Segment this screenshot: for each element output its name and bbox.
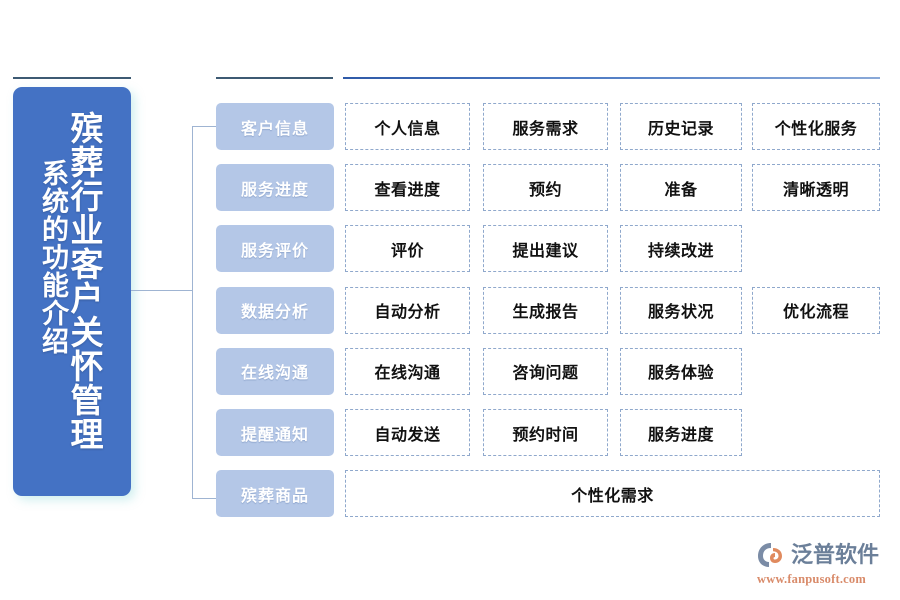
cell-group: 个人信息服务需求历史记录个性化服务 — [345, 103, 880, 150]
title-main-text: 殡葬行业客户关怀管理 — [66, 111, 103, 451]
cell-group: 自动发送预约时间服务进度 — [345, 409, 880, 456]
feature-cell[interactable]: 自动分析 — [345, 286, 470, 334]
feature-cell[interactable]: 提出建议 — [483, 225, 608, 273]
diagram-row: 殡葬商品个性化需求 — [0, 470, 900, 518]
brand-url: www.fanpusoft.com — [757, 572, 866, 586]
cell-group: 自动分析生成报告服务状况优化流程 — [345, 286, 880, 334]
diagram-row: 服务进度查看进度预约准备清晰透明 — [0, 164, 900, 212]
category-box[interactable]: 殡葬商品 — [216, 470, 334, 518]
diagram-row: 提醒通知自动发送预约时间服务进度 — [0, 409, 900, 456]
brand-watermark: 泛普软件 www.fanpusoft.com — [757, 541, 890, 589]
category-box[interactable]: 数据分析 — [216, 286, 334, 334]
connector-stub-first — [192, 126, 217, 127]
feature-cell[interactable]: 个性化服务 — [752, 103, 880, 150]
accent-rule-left — [13, 77, 131, 79]
feature-cell[interactable]: 持续改进 — [620, 225, 742, 273]
feature-cell[interactable]: 服务需求 — [483, 103, 608, 150]
title-panel: 殡葬行业客户关怀管理 系统的功能介绍 — [13, 87, 131, 496]
feature-cell[interactable]: 预约 — [483, 164, 608, 212]
connector-spine — [192, 126, 193, 499]
cell-group: 评价提出建议持续改进 — [345, 225, 880, 273]
connector-stub-last — [192, 498, 217, 499]
title-sub-text: 系统的功能介绍 — [38, 159, 68, 355]
feature-cell[interactable]: 咨询问题 — [483, 347, 608, 395]
brand-name: 泛普软件 — [791, 542, 880, 567]
cell-group: 个性化需求 — [345, 470, 880, 518]
category-box[interactable]: 客户信息 — [216, 103, 334, 150]
accent-rule-middle — [216, 77, 333, 79]
diagram-row: 数据分析自动分析生成报告服务状况优化流程 — [0, 286, 900, 334]
feature-cell[interactable]: 评价 — [345, 225, 470, 273]
category-box[interactable]: 服务进度 — [216, 164, 334, 212]
feature-cell[interactable]: 生成报告 — [483, 286, 608, 334]
feature-cell[interactable]: 服务进度 — [620, 409, 742, 456]
feature-cell[interactable]: 查看进度 — [345, 164, 470, 212]
feature-cell[interactable]: 自动发送 — [345, 409, 470, 456]
diagram-row: 服务评价评价提出建议持续改进 — [0, 225, 900, 273]
feature-cell[interactable]: 优化流程 — [752, 286, 880, 334]
feature-cell[interactable]: 个性化需求 — [345, 470, 880, 518]
diagram-row: 客户信息个人信息服务需求历史记录个性化服务 — [0, 103, 900, 150]
diagram-row: 在线沟通在线沟通咨询问题服务体验 — [0, 347, 900, 395]
feature-cell[interactable]: 预约时间 — [483, 409, 608, 456]
accent-rule-right — [343, 77, 880, 79]
feature-cell[interactable]: 准备 — [620, 164, 742, 212]
feature-cell[interactable]: 在线沟通 — [345, 347, 470, 395]
cell-group: 查看进度预约准备清晰透明 — [345, 164, 880, 212]
feature-cell[interactable]: 清晰透明 — [752, 164, 880, 212]
cell-group: 在线沟通咨询问题服务体验 — [345, 347, 880, 395]
category-box[interactable]: 提醒通知 — [216, 409, 334, 456]
category-box[interactable]: 在线沟通 — [216, 347, 334, 395]
category-box[interactable]: 服务评价 — [216, 225, 334, 273]
feature-cell[interactable]: 服务体验 — [620, 347, 742, 395]
connector-trunk — [131, 290, 193, 291]
feature-cell[interactable]: 服务状况 — [620, 286, 742, 334]
feature-cell[interactable]: 历史记录 — [620, 103, 742, 150]
fanpu-logo-icon — [758, 543, 782, 567]
feature-cell[interactable]: 个人信息 — [345, 103, 470, 150]
